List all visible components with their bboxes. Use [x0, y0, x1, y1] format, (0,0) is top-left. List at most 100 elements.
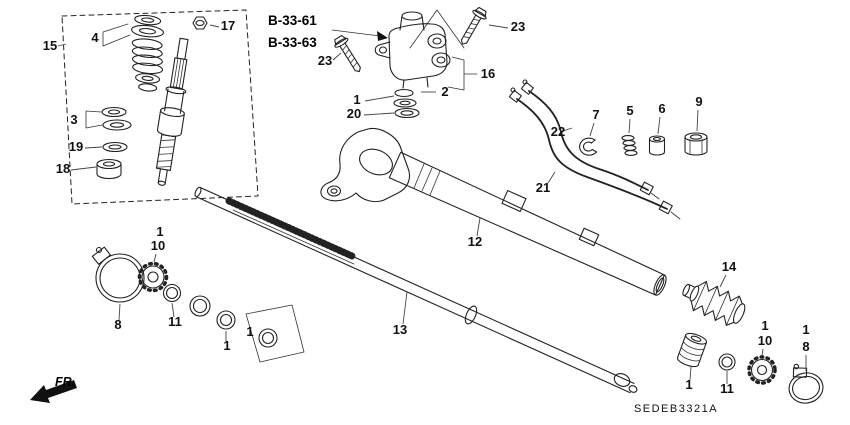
- pinion-shaft-drawing: [155, 37, 189, 186]
- seal-ring-a-drawing: [189, 295, 211, 317]
- band-clamp-right-drawing: [788, 363, 824, 404]
- callout-1: 1: [353, 92, 360, 107]
- leader-line: [118, 303, 121, 321]
- leader-line: [153, 253, 157, 263]
- mount-bushing-drawing: [676, 332, 708, 368]
- callout-20: 20: [347, 106, 361, 121]
- ref-arrowhead-icon: [377, 31, 388, 41]
- callout-9: 9: [695, 94, 702, 109]
- leader-line: [657, 116, 661, 135]
- drawing-code: SEDEB3321A: [634, 403, 718, 415]
- tab-washer-right-drawing: [747, 355, 777, 385]
- callout-1: 1: [802, 322, 809, 337]
- leader-line: [171, 302, 175, 318]
- leader-line: [719, 274, 727, 288]
- callout-19: 19: [69, 139, 83, 154]
- callout-1: 1: [156, 224, 163, 239]
- callout-8: 8: [802, 339, 809, 354]
- snap-ring-drawing: [102, 141, 128, 153]
- leader-line: [761, 348, 764, 357]
- leader-line: [476, 217, 481, 237]
- valve-spring-drawing: [621, 135, 638, 156]
- callout-11: 11: [168, 314, 182, 329]
- leader-line: [689, 366, 692, 381]
- leader-line: [363, 112, 395, 116]
- callout-8: 8: [114, 317, 121, 332]
- leader-line: [696, 109, 699, 132]
- leader-line: [589, 122, 595, 137]
- plug-drawing: [648, 135, 666, 156]
- seal-washer-drawing: [394, 107, 420, 119]
- leader-line: [364, 95, 395, 102]
- callout-7: 7: [592, 107, 599, 122]
- leader-line: [70, 166, 97, 171]
- bushing-cup-drawing: [96, 158, 122, 180]
- washer-11-left-drawing: [162, 283, 182, 303]
- mounting-bolt-drawing: [460, 6, 487, 45]
- callout-12: 12: [468, 234, 482, 249]
- leader-line: [57, 43, 67, 47]
- callout-21: 21: [536, 180, 550, 195]
- callout-10: 10: [758, 333, 772, 348]
- washer-spring-stack-drawing: [131, 14, 164, 92]
- leader-line: [628, 118, 631, 134]
- group-15-dashed-box: [61, 9, 259, 205]
- band-clamp-left-drawing: [91, 246, 145, 303]
- ref-link-b-33-63[interactable]: B-33-63: [268, 35, 317, 50]
- lock-nut-drawing: [192, 16, 208, 30]
- gear-housing-tube-drawing: [320, 127, 667, 296]
- tube-cushion-drawing: [578, 227, 600, 247]
- callout-23: 23: [318, 53, 332, 68]
- leader-line: [562, 127, 573, 132]
- rack-bar-drawing: [194, 186, 638, 394]
- callout-16: 16: [481, 66, 495, 81]
- cap-nut-drawing: [684, 132, 708, 156]
- leader-line: [402, 291, 408, 325]
- callout-1: 1: [761, 318, 768, 333]
- callout-4: 4: [91, 30, 99, 45]
- mounting-bolt-drawing: [334, 35, 361, 73]
- callout-18: 18: [56, 161, 70, 176]
- bracket-4: [102, 23, 131, 47]
- leader-line: [332, 52, 342, 61]
- washer-set-drawing: [101, 106, 132, 131]
- bracket-16: [447, 56, 478, 91]
- callout-2: 2: [441, 84, 448, 99]
- callout-1: 1: [223, 338, 230, 353]
- o-ring-drawing: [394, 88, 414, 98]
- leader-line: [84, 146, 103, 149]
- bellows-boot-drawing: [682, 280, 746, 326]
- seal-ring-b-drawing: [216, 310, 236, 330]
- callout-11: 11: [720, 381, 734, 396]
- exploded-parts-artwork: [61, 6, 824, 404]
- fr-arrow-icon: [30, 380, 77, 403]
- cross-references: B-33-61 B-33-63: [268, 13, 317, 50]
- callout-3: 3: [70, 112, 77, 127]
- callout-17: 17: [221, 18, 235, 33]
- callout-10: 10: [151, 238, 165, 253]
- callout-6: 6: [658, 101, 665, 116]
- leader-line: [209, 24, 220, 28]
- rack-teeth: [225, 197, 356, 260]
- callout-14: 14: [722, 259, 737, 274]
- bracket-3: [85, 110, 103, 129]
- fr-direction: FR.: [30, 375, 77, 403]
- callout-15: 15: [43, 38, 57, 53]
- valve-body-drawing: [374, 11, 451, 119]
- tube-bracket-drawing: [501, 189, 527, 213]
- bolt-guide-lines: [409, 9, 465, 49]
- fr-direction-label: FR.: [55, 375, 75, 389]
- leader-line: [488, 24, 509, 29]
- ref-link-b-33-61[interactable]: B-33-61: [268, 13, 317, 28]
- ref-arrow-line: [331, 29, 381, 37]
- callout-23: 23: [511, 19, 525, 34]
- callout-13: 13: [393, 322, 407, 337]
- leader-line: [547, 171, 556, 184]
- leader-lines: [57, 24, 807, 384]
- callout-22: 22: [551, 124, 565, 139]
- callout-5: 5: [626, 103, 633, 118]
- washer-11-right-drawing: [718, 353, 736, 371]
